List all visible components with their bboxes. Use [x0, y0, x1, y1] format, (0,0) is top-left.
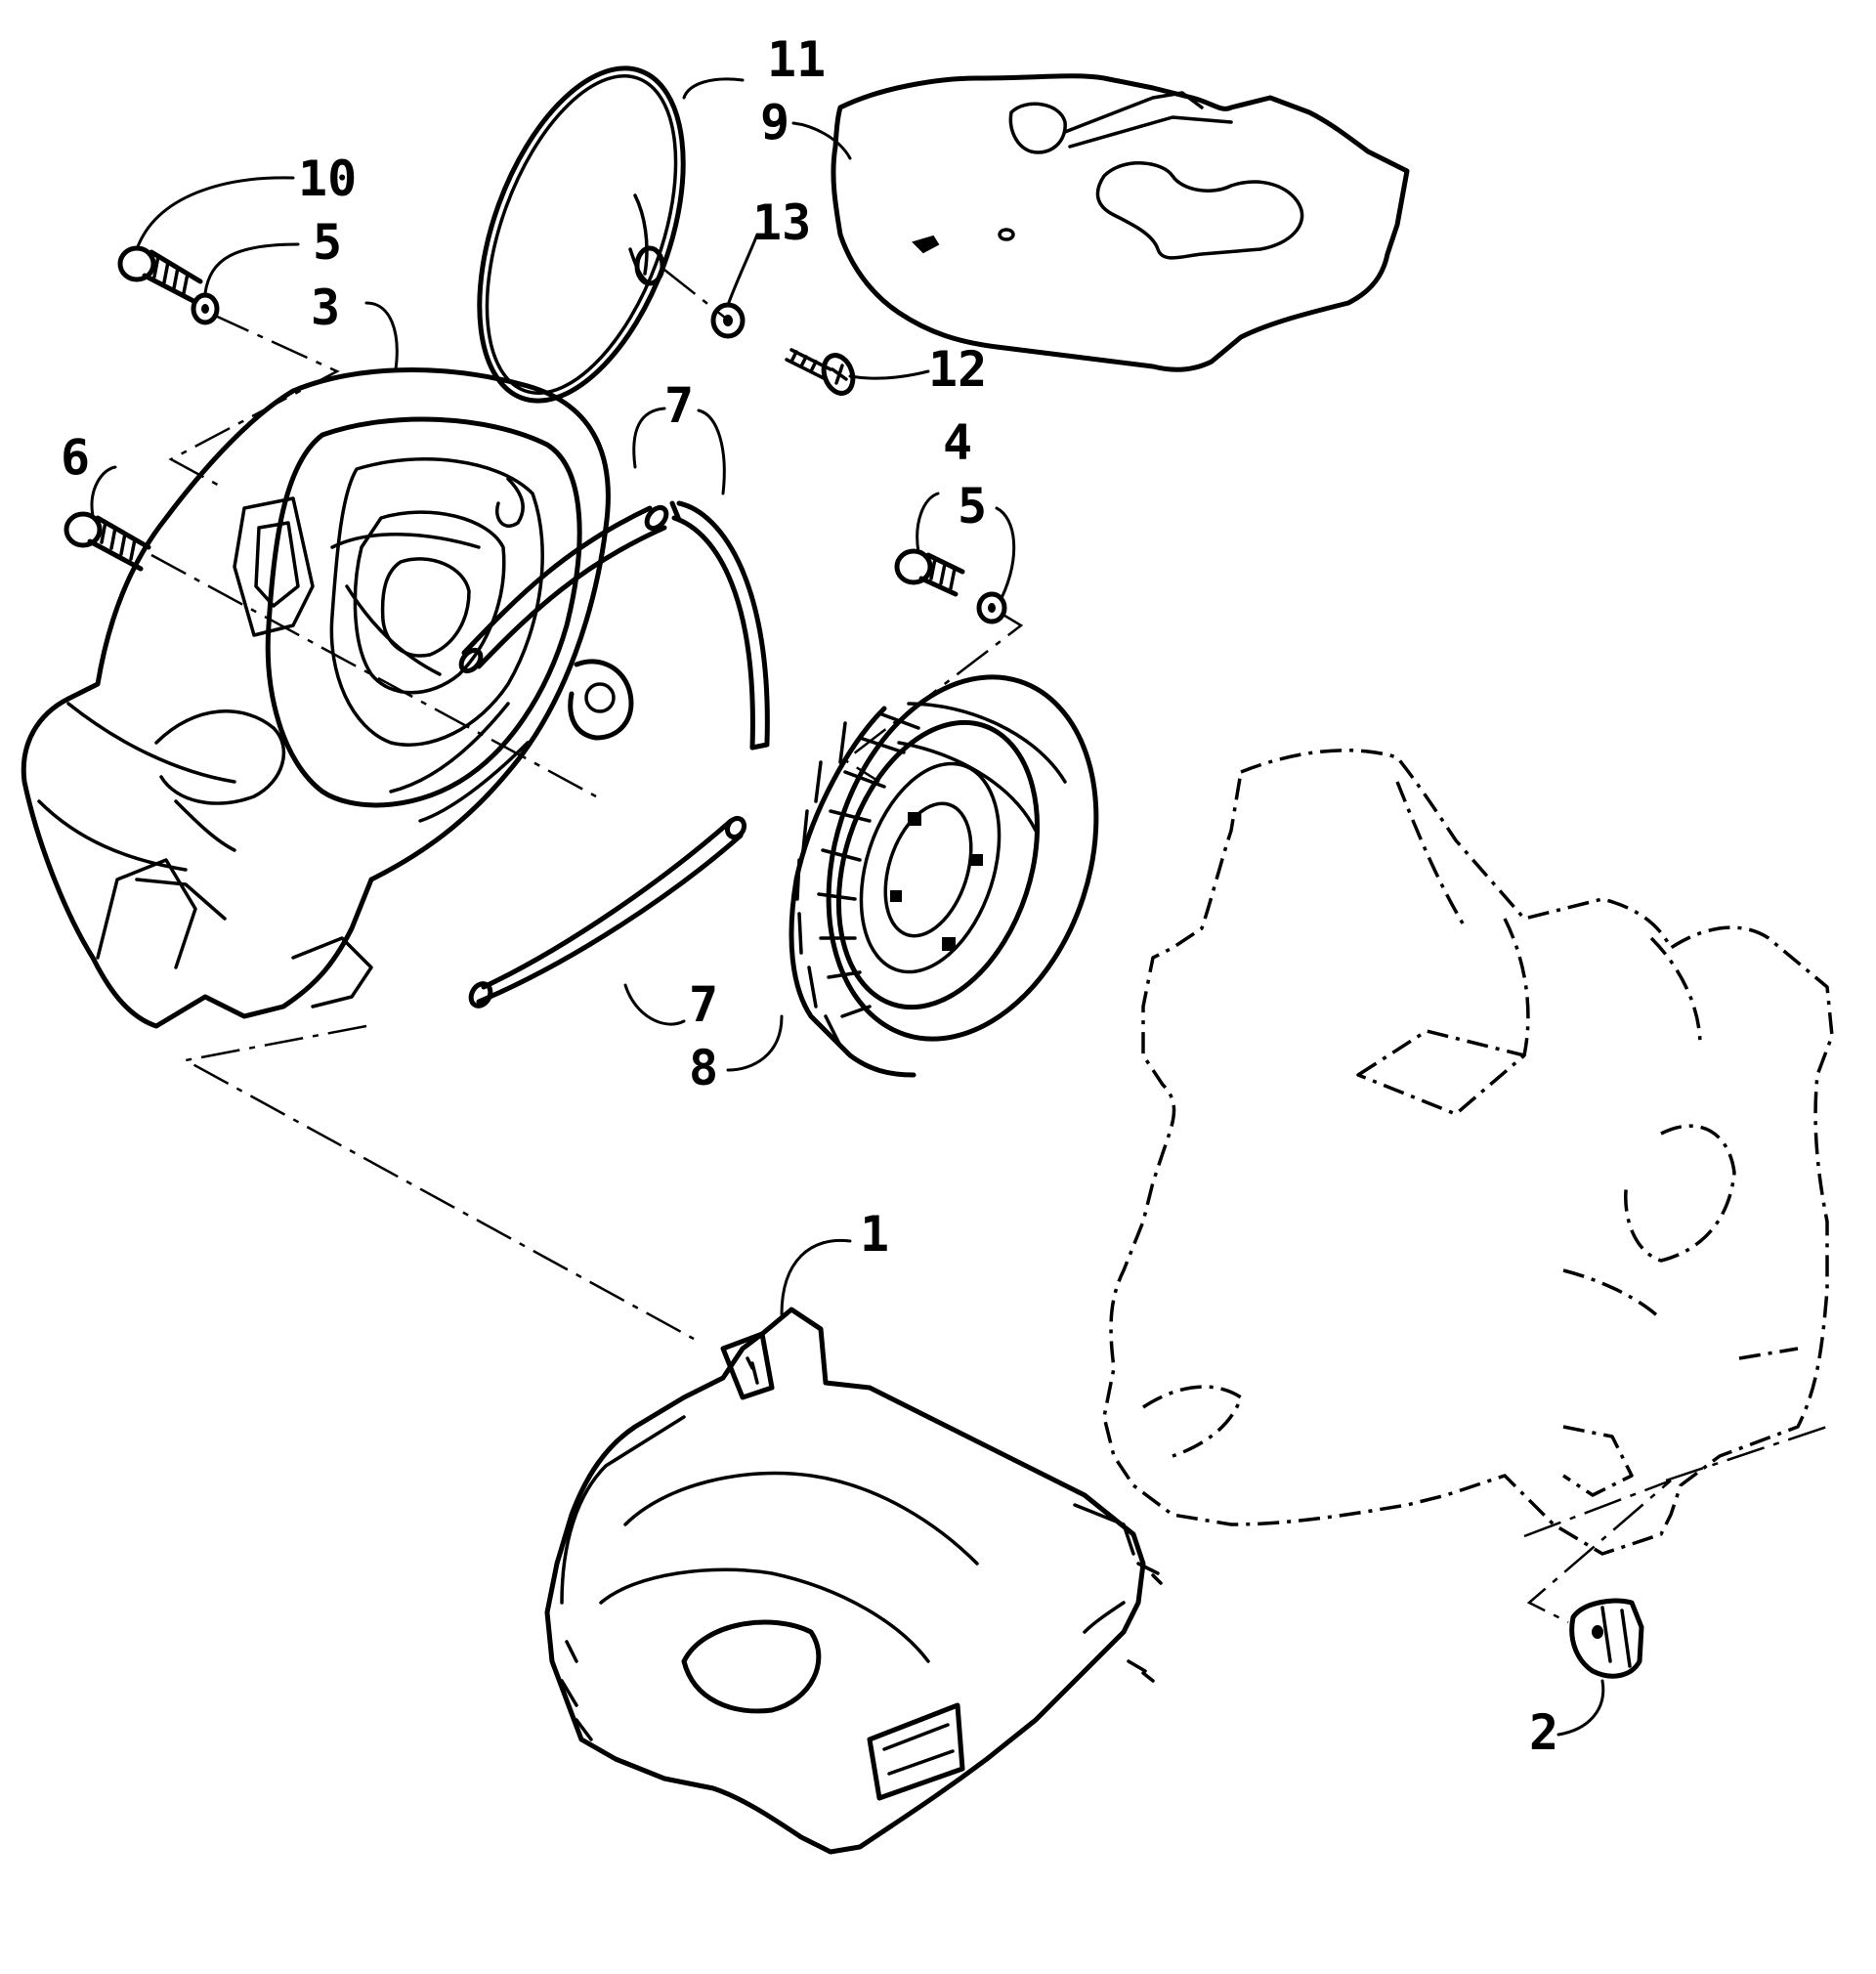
screw-10 — [117, 245, 203, 304]
washer-5-right — [976, 591, 1007, 624]
callout-7: 7 — [689, 976, 718, 1033]
leader-lines — [90, 77, 1605, 1737]
callout-2: 2 — [1529, 1704, 1558, 1761]
washer-5-top — [191, 292, 220, 325]
callout-4: 4 — [943, 414, 972, 471]
hose-7-upper-left — [458, 504, 669, 674]
callout-12: 12 — [928, 341, 987, 398]
screw-4 — [894, 548, 965, 597]
callout-labels: 11 9 10 5 13 3 12 7 4 6 5 7 8 1 2 — [61, 31, 1558, 1761]
callout-7: 7 — [664, 377, 694, 434]
hose-7-upper-right — [669, 500, 770, 751]
callout-10: 10 — [298, 150, 357, 207]
callout-8: 8 — [689, 1040, 718, 1096]
fan-housing — [21, 367, 634, 1029]
engine-shroud — [544, 1307, 1163, 1855]
callout-6: 6 — [61, 429, 90, 486]
washer-13 — [710, 302, 746, 339]
grommet-clip — [1569, 1598, 1644, 1679]
callout-11: 11 — [767, 31, 826, 88]
callout-5: 5 — [958, 478, 987, 535]
hose-7-lower — [468, 815, 747, 1008]
assembly-centerlines — [150, 269, 1828, 1624]
fan-disc — [477, 65, 686, 404]
callout-3: 3 — [311, 279, 340, 336]
callout-9: 9 — [760, 94, 789, 150]
callout-1: 1 — [860, 1206, 889, 1263]
screw-12 — [785, 348, 856, 396]
flywheel-magneto — [789, 674, 1099, 1078]
gasket-plate — [831, 73, 1410, 372]
screw-6 — [64, 511, 151, 572]
callout-13: 13 — [752, 194, 811, 251]
engine-block-phantom — [1102, 749, 1834, 1556]
callout-5: 5 — [313, 214, 342, 271]
